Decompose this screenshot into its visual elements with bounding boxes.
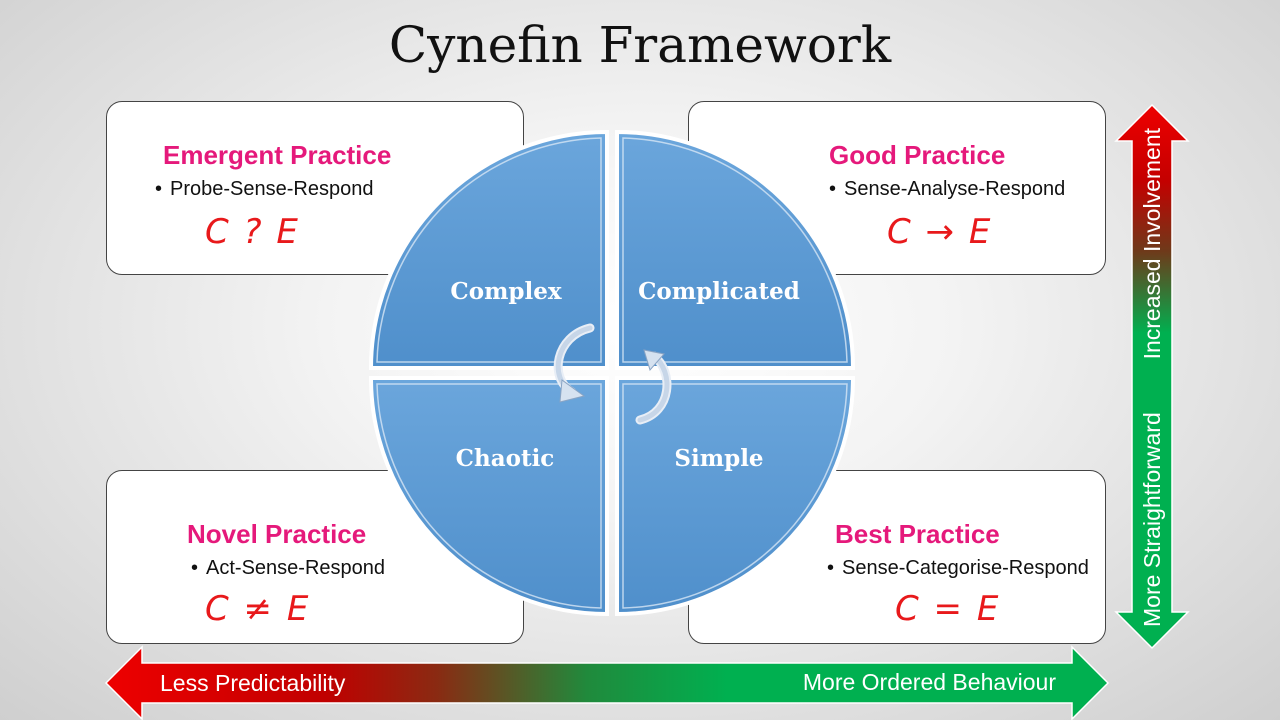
more-ordered-label: More Ordered Behaviour <box>803 669 1056 695</box>
practice-method: • Sense-Analyse-Respond <box>829 178 1065 201</box>
method-text: Sense-Analyse-Respond <box>844 178 1066 200</box>
bullet: • <box>155 178 163 200</box>
less-predictability-label: Less Predictability <box>160 670 346 696</box>
bullet: • <box>827 557 835 579</box>
quadrant-simple <box>615 376 856 617</box>
quadrant-label-simple: Simple <box>674 445 763 472</box>
increased-involvement-label: Increased Involvement <box>1139 127 1165 359</box>
practice-title: Novel Practice <box>187 519 367 549</box>
practice-formula: C = E <box>895 589 1001 629</box>
practice-title: Emergent Practice <box>163 140 392 170</box>
quadrant-label-chaotic: Chaotic <box>456 445 555 472</box>
page-title: Cynefin Framework <box>388 16 892 74</box>
bullet: • <box>829 178 837 200</box>
method-text: Sense-Categorise-Respond <box>842 557 1089 579</box>
more-straightforward-label: More Straightforward <box>1139 412 1165 627</box>
predictability-arrow: Less Predictability More Ordered Behavio… <box>104 645 1110 720</box>
quadrant-label-complex: Complex <box>450 278 561 305</box>
practice-formula: C → E <box>887 212 993 252</box>
quadrant-label-complicated: Complicated <box>638 278 800 305</box>
practice-method: • Act-Sense-Respond <box>191 557 385 580</box>
curved-arrow-left-icon <box>553 323 595 403</box>
involvement-arrow: Increased Involvement More Straightforwa… <box>1114 103 1190 650</box>
practice-method: • Sense-Categorise-Respond <box>827 557 1089 580</box>
quadrant-complicated <box>615 129 856 370</box>
quadrant-chaotic <box>368 376 609 617</box>
method-text: Act-Sense-Respond <box>206 557 385 579</box>
quadrant-complex <box>368 129 609 370</box>
practice-formula: C ? E <box>205 212 300 252</box>
practice-method: • Probe-Sense-Respond <box>155 178 373 201</box>
practice-title: Good Practice <box>829 140 1006 170</box>
practice-title: Best Practice <box>835 519 1000 549</box>
practice-formula: C ≠ E <box>205 589 311 629</box>
bullet: • <box>191 557 199 579</box>
curved-arrow-right-icon <box>635 349 672 425</box>
method-text: Probe-Sense-Respond <box>170 178 374 200</box>
